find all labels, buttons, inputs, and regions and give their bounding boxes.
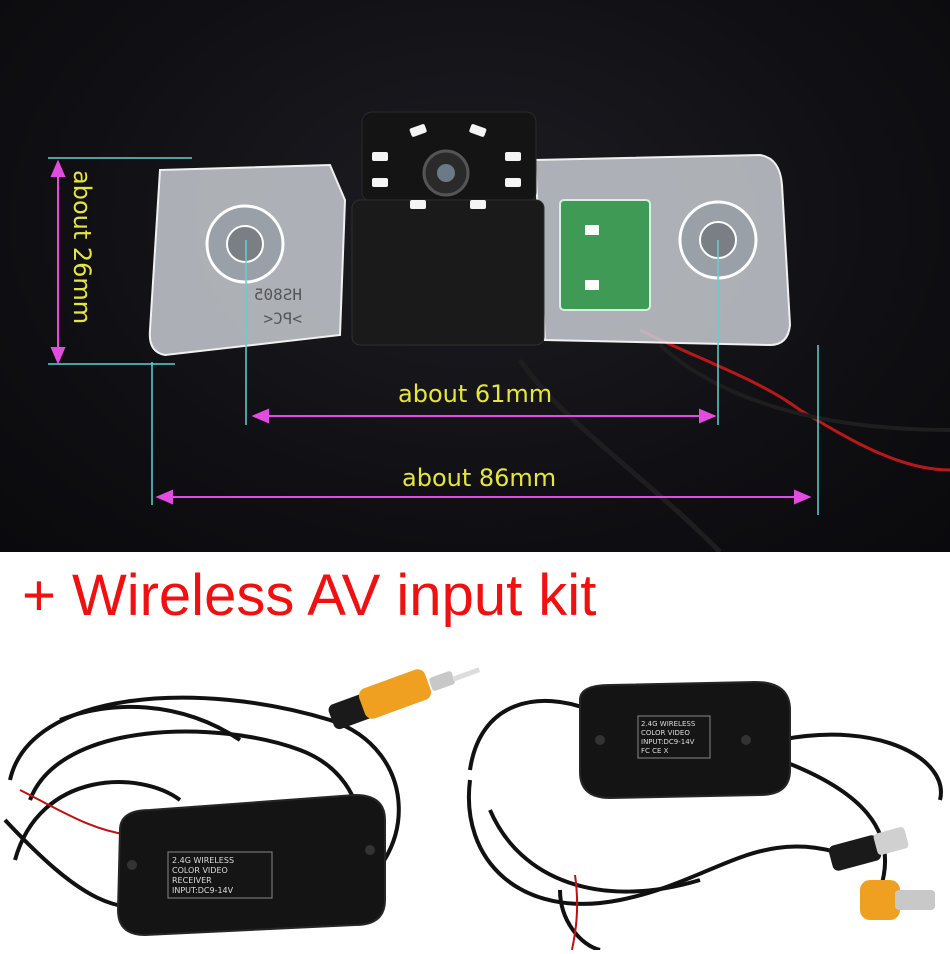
wireless-kit-illustration: 2.4G WIRELESS COLOR VIDEO RECEIVER INPUT… (3, 667, 943, 952)
black-wire (658, 343, 950, 432)
transmitter-cables (466, 698, 943, 952)
camera-body (351, 199, 545, 346)
led-ring (372, 124, 521, 209)
svg-text:COLOR VIDEO: COLOR VIDEO (641, 729, 690, 737)
width-dimension-label: about 61mm (398, 380, 553, 408)
receiver-red-wire (19, 789, 131, 836)
rca-plug-bottom (860, 880, 935, 920)
svg-text:INPUT:DC9-14V: INPUT:DC9-14V (641, 738, 695, 746)
red-wire (639, 328, 950, 472)
wireless-kit-photo: 2.4G WIRELESS COLOR VIDEO RECEIVER INPUT… (0, 660, 950, 952)
svg-text:HS805: HS805 (254, 285, 302, 304)
svg-text:INPUT:DC9-14V: INPUT:DC9-14V (172, 886, 234, 895)
rca-plug-yellow (328, 667, 481, 730)
camera-photo: HS805 >PC< (0, 0, 950, 552)
receiver-module: 2.4G WIRELESS COLOR VIDEO RECEIVER INPUT… (116, 793, 386, 937)
svg-text:>PC<: >PC< (263, 309, 302, 328)
camera-illustration: HS805 >PC< (48, 111, 950, 552)
svg-text:2.4G WIRELESS: 2.4G WIRELESS (641, 720, 696, 728)
svg-text:2.4G WIRELESS: 2.4G WIRELESS (172, 856, 234, 865)
svg-text:FC CE X: FC CE X (641, 747, 669, 755)
length-dimension-label: about 86mm (402, 464, 557, 492)
kit-headline: + Wireless AV input kit (22, 563, 597, 628)
transmitter-red-wire (571, 874, 579, 951)
black-wire-2 (517, 358, 722, 552)
led-board (559, 199, 651, 311)
transmitter-module: 2.4G WIRELESS COLOR VIDEO INPUT:DC9-14V … (579, 680, 791, 800)
dimension-guides (48, 157, 819, 515)
bracket-imprint: HS805 >PC< (254, 285, 302, 328)
svg-text:COLOR VIDEO: COLOR VIDEO (172, 866, 228, 875)
dc-power-plug (828, 827, 909, 871)
height-dimension-label: about 26mm (68, 170, 96, 325)
dimension-arrows (50, 159, 812, 505)
svg-text:RECEIVER: RECEIVER (172, 876, 212, 885)
